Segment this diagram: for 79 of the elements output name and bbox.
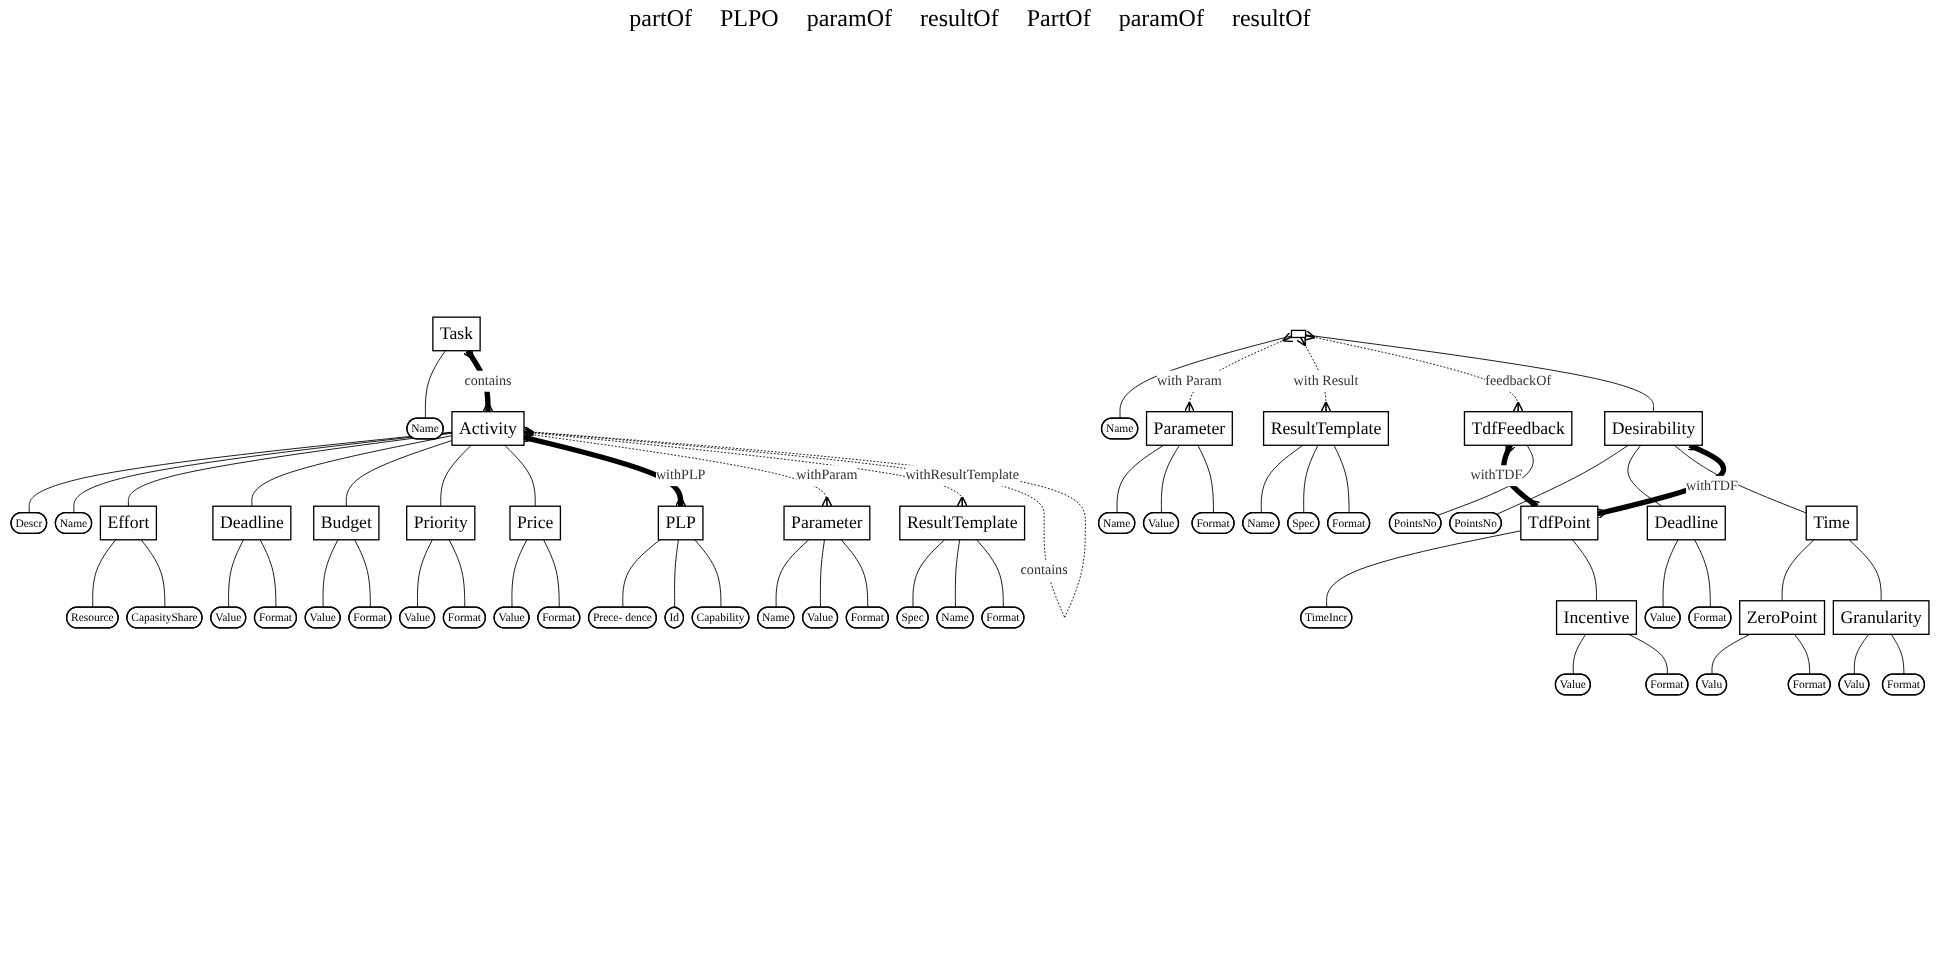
entity-box: Parameter xyxy=(783,504,871,540)
relationship-line xyxy=(504,443,536,506)
relationship-line xyxy=(511,538,528,608)
relationship-line xyxy=(840,538,869,608)
relationship-line xyxy=(976,538,1004,608)
relationship-line xyxy=(1260,443,1304,513)
entity-box: Effort xyxy=(99,504,158,540)
relationship-line xyxy=(462,346,494,412)
entity-box: Granularity xyxy=(1832,599,1930,634)
relationship-line xyxy=(1673,443,1807,513)
relationship-line xyxy=(912,538,946,608)
relationship-line xyxy=(92,538,117,608)
relationship-line xyxy=(1119,334,1292,418)
relationship-line xyxy=(1628,632,1668,674)
relationship-line xyxy=(1333,443,1350,513)
relationship-line xyxy=(1694,538,1711,608)
entity-box: TdfPoint xyxy=(1520,504,1599,540)
entity-box: PLP xyxy=(657,504,704,540)
relationship-line xyxy=(819,538,825,608)
relationship-line xyxy=(259,538,277,608)
relationship-line xyxy=(440,443,472,506)
entity-box: Desirability xyxy=(1604,410,1703,445)
entity-box: Priority xyxy=(406,504,476,540)
relationship-line xyxy=(140,538,166,608)
relation-role-label: resultOf xyxy=(1231,4,1311,36)
entity-box: Budget xyxy=(313,504,380,540)
entity-box: Deadline xyxy=(1646,504,1726,540)
relation-role-label: PLPO xyxy=(720,4,779,36)
entity-box: Activity xyxy=(451,410,525,445)
entity-box: ZeroPoint xyxy=(1739,599,1826,634)
relationship-line xyxy=(1794,632,1811,674)
relationship-line xyxy=(1303,443,1319,513)
relationship-line xyxy=(674,538,679,608)
relationship-line xyxy=(417,538,433,608)
relationship-line xyxy=(1305,333,1654,412)
relationship-line xyxy=(1496,443,1629,514)
relationship-line xyxy=(322,538,339,608)
relationship-line xyxy=(1116,443,1165,513)
entity-box: ResultTemplate xyxy=(1262,410,1390,445)
relationship-line xyxy=(1662,538,1679,608)
entity-box: Incentive xyxy=(1555,599,1638,634)
relationship-line xyxy=(1848,538,1882,601)
relationship-line xyxy=(775,538,810,608)
relationship-line xyxy=(694,538,722,608)
relationship-line xyxy=(228,538,244,608)
entity-box: Price xyxy=(509,504,562,540)
relationship-line xyxy=(354,538,371,608)
relation-role-label: paramOf xyxy=(806,4,892,36)
relationship-line xyxy=(1572,538,1597,601)
relationship-line xyxy=(543,538,560,608)
relationship-line xyxy=(251,434,453,506)
relationship-line xyxy=(1326,529,1522,608)
relationship-line xyxy=(345,439,453,506)
relationship-line xyxy=(1711,632,1751,674)
relationship-line xyxy=(424,349,446,418)
entity-box: ResultTemplate xyxy=(899,504,1026,540)
relation-role-label: paramOf xyxy=(1118,4,1204,36)
relationship-line xyxy=(1437,443,1534,515)
entity-box: TdfFeedback xyxy=(1463,410,1573,445)
relationship-line xyxy=(1890,632,1905,674)
relation-role-label: resultOf xyxy=(920,4,999,36)
entity-box: Time xyxy=(1805,504,1858,540)
entity-box: Deadline xyxy=(212,504,292,540)
relationship-line xyxy=(622,538,661,608)
relationship-line xyxy=(1627,443,1663,506)
relation-role-label: partOf xyxy=(629,4,692,36)
relationship-line xyxy=(1160,443,1180,513)
relationship-line xyxy=(1853,632,1870,674)
entity-box: Parameter xyxy=(1145,410,1233,445)
relationship-line xyxy=(127,431,453,506)
relation-role-label: PartOf xyxy=(1026,4,1091,36)
entity-box xyxy=(1290,328,1307,338)
relationship-line xyxy=(1781,538,1815,601)
relationship-line xyxy=(448,538,466,608)
relationship-line xyxy=(954,538,961,608)
relationship-line xyxy=(1197,443,1214,513)
relationship-line xyxy=(522,430,687,506)
entity-box: Task xyxy=(432,315,481,351)
relationship-line xyxy=(1572,632,1587,674)
